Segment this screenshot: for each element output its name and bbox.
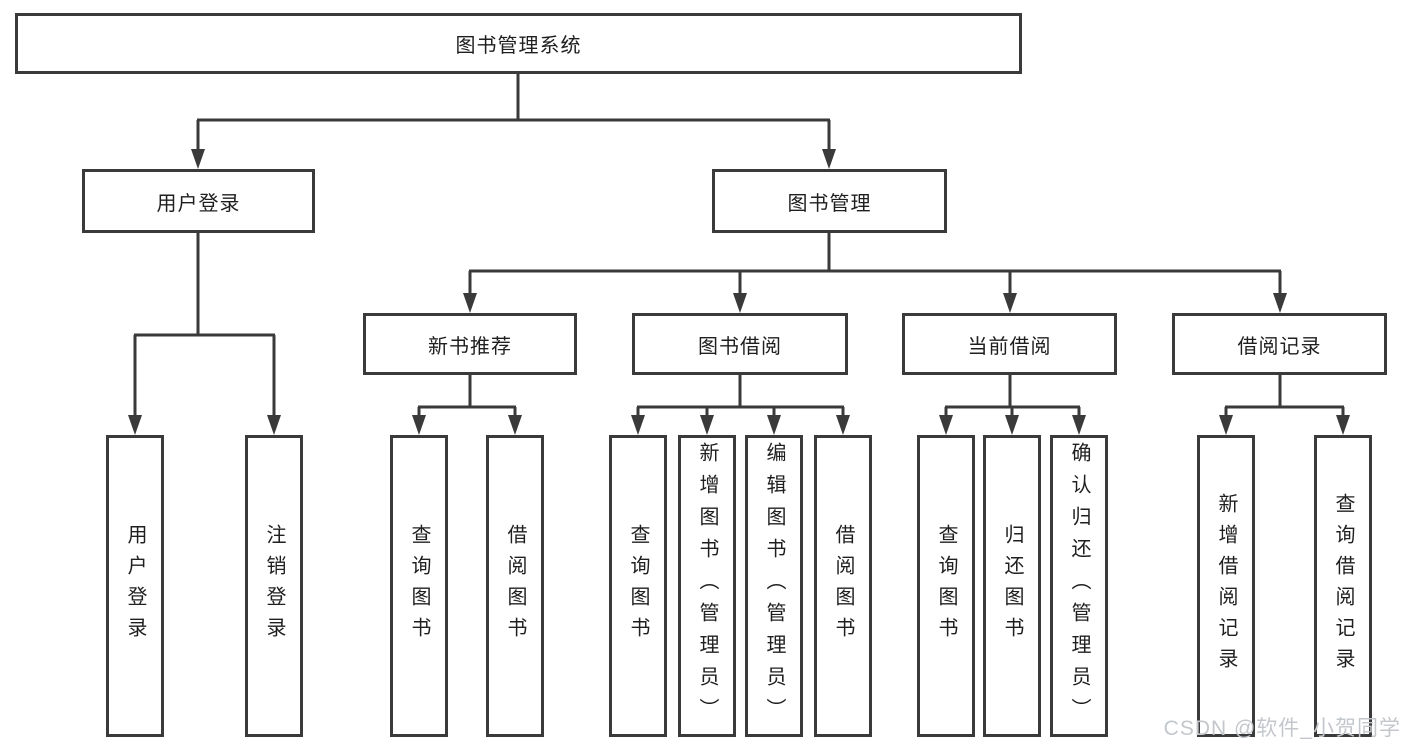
leaf-logout: 注销登录 (245, 435, 303, 737)
node-current-borrow-label: 当前借阅 (967, 335, 1052, 358)
leaf-borrow-books-2: 借阅图书 (814, 435, 872, 737)
node-book-borrow: 图书借阅 (632, 313, 848, 375)
leaf-borrow-books-1: 借阅图书 (486, 435, 544, 737)
leaf-edit-book-admin-label: 编辑图书（管理员） (763, 442, 785, 730)
leaf-add-book-admin-label: 新增图书（管理员） (696, 442, 718, 730)
leaf-search-books-1-label: 查询图书 (408, 524, 430, 648)
node-user-login: 用户登录 (82, 169, 315, 233)
leaf-add-book-admin: 新增图书（管理员） (678, 435, 736, 737)
leaf-search-borrow-record-label: 查询借阅记录 (1332, 493, 1354, 679)
leaf-search-books-3: 查询图书 (917, 435, 975, 737)
leaf-search-books-3-label: 查询图书 (935, 524, 957, 648)
leaf-logout-label: 注销登录 (263, 524, 285, 648)
node-borrow-records-label: 借阅记录 (1237, 335, 1322, 358)
node-root-label: 图书管理系统 (455, 35, 582, 57)
leaf-search-books-2: 查询图书 (609, 435, 667, 737)
node-book-management-label: 图书管理 (787, 192, 872, 215)
node-book-borrow-label: 图书借阅 (698, 335, 782, 358)
node-borrow-records: 借阅记录 (1172, 313, 1387, 375)
watermark: CSDN @软件_小贺同学 (1163, 717, 1401, 740)
leaf-add-borrow-record-label: 新增借阅记录 (1215, 493, 1237, 679)
leaf-borrow-books-1-label: 借阅图书 (504, 524, 526, 648)
leaf-return-books-label: 归还图书 (1001, 524, 1023, 648)
leaf-user-login: 用户登录 (106, 435, 164, 737)
leaf-confirm-return-admin: 确认归还（管理员） (1050, 435, 1108, 737)
leaf-search-books-2-label: 查询图书 (627, 524, 649, 648)
leaf-user-login-label: 用户登录 (124, 524, 146, 648)
node-new-book-recommend-label: 新书推荐 (428, 335, 512, 358)
leaf-edit-book-admin: 编辑图书（管理员） (745, 435, 803, 737)
leaf-add-borrow-record: 新增借阅记录 (1197, 435, 1255, 737)
leaf-borrow-books-2-label: 借阅图书 (832, 524, 854, 648)
leaf-search-books-1: 查询图书 (390, 435, 448, 737)
node-root: 图书管理系统 (15, 13, 1022, 74)
node-new-book-recommend: 新书推荐 (363, 313, 577, 375)
node-user-login-label: 用户登录 (156, 192, 241, 215)
leaf-return-books: 归还图书 (983, 435, 1041, 737)
leaf-search-borrow-record: 查询借阅记录 (1314, 435, 1372, 737)
leaf-confirm-return-admin-label: 确认归还（管理员） (1068, 442, 1090, 730)
node-book-management: 图书管理 (712, 169, 947, 233)
node-current-borrow: 当前借阅 (902, 313, 1117, 375)
